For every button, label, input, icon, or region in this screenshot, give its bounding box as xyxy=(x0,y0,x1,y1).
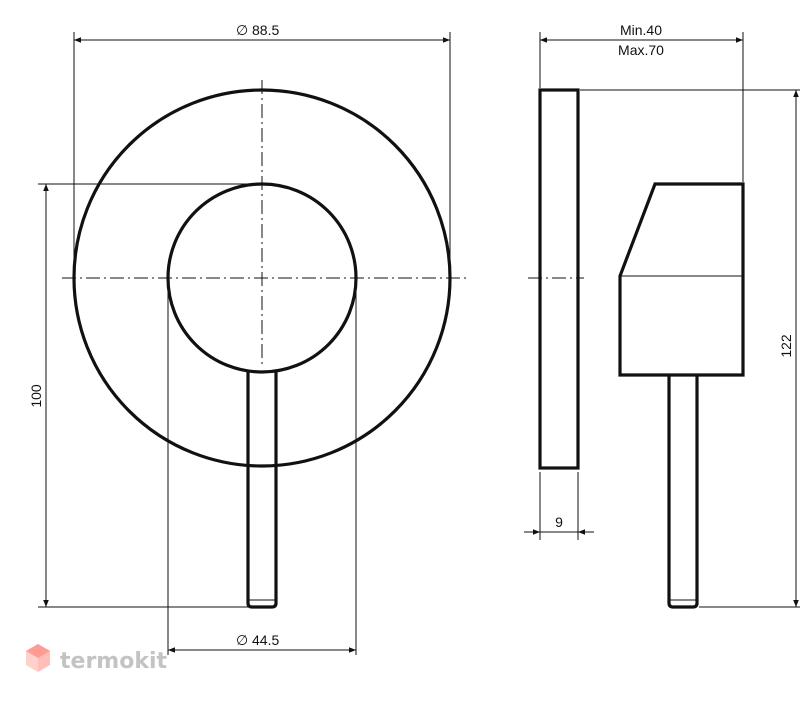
height-front-label: 100 xyxy=(28,384,44,408)
termokit-logo-icon xyxy=(26,644,50,672)
front-view: ∅ 88.5 ∅ 44.5 100 xyxy=(28,22,466,655)
side-view: Min.40 Max.70 9 122 xyxy=(524,22,800,609)
depth-max-label: Max.70 xyxy=(618,42,664,58)
outer-diameter-label: 88.5 xyxy=(252,22,279,38)
inner-diameter-symbol: ∅ xyxy=(236,632,248,648)
outer-rosette-outline xyxy=(72,88,452,468)
lever-handle-outline xyxy=(246,372,278,609)
depth-min-label: Min.40 xyxy=(620,22,662,38)
inner-diameter-label: 44.5 xyxy=(252,632,279,648)
side-lever-outline xyxy=(667,375,699,609)
watermark-brand-text: termokit xyxy=(60,649,167,674)
side-plate-outline xyxy=(538,88,580,470)
watermark: termokit xyxy=(26,644,167,674)
height-side-label: 122 xyxy=(778,334,794,358)
thickness-label: 9 xyxy=(555,514,563,530)
side-handle-body-outline xyxy=(618,182,745,377)
outer-diameter-symbol: ∅ xyxy=(236,22,248,38)
